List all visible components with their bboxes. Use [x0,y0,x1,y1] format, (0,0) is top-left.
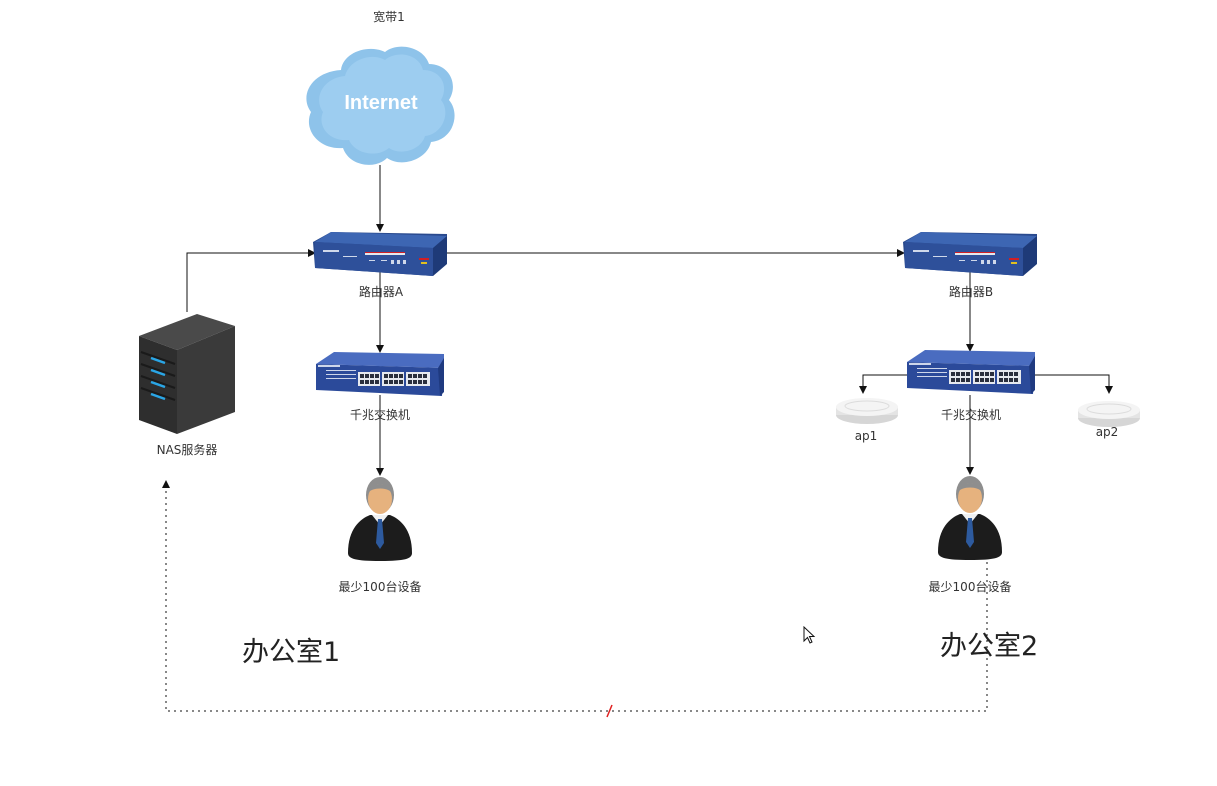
router-a[interactable] [313,228,449,278]
cloud-label: Internet [344,92,418,114]
nas-server[interactable] [137,312,237,436]
access-point-icon [836,398,898,424]
cursor-arrow-icon [803,625,816,644]
isp-label: 宽带1 [373,10,405,24]
link-switch-b-ap2 [1034,374,1113,394]
office2-label: 办公室2 [940,631,1039,662]
router-icon [903,232,1037,276]
switch-a-label: 千兆交换机 [349,408,411,422]
ap2[interactable] [1077,398,1141,428]
router-icon [313,232,447,276]
router-b[interactable] [903,228,1039,278]
mouse-cursor [803,625,817,646]
access-point-icon [1078,401,1140,427]
users-a-label: 最少100台设备 [338,580,422,594]
link-switch-b-ap1 [859,374,908,394]
users-b-label: 最少100台设备 [928,580,1012,594]
ap2-label: ap2 [1095,425,1119,439]
link-nas-router-a [186,249,316,312]
switch-b[interactable] [905,348,1037,400]
router-b-label: 路由器B [948,285,994,299]
office1-label: 办公室1 [242,637,341,668]
link-office2-nas-dotted [162,480,988,712]
router-a-label: 路由器A [358,285,404,299]
user-icon [938,476,1002,560]
switch-a[interactable] [314,350,446,402]
server-icon [139,314,235,434]
switch-icon [316,352,444,396]
internet-cloud[interactable]: Internet [303,42,459,168]
users-b[interactable] [934,472,1006,562]
switch-icon [907,350,1035,394]
ap1[interactable] [835,395,899,425]
user-icon [348,477,412,561]
nas-label: NAS服务器 [156,443,218,457]
users-a[interactable] [344,473,416,563]
ap1-label: ap1 [854,429,878,443]
switch-b-label: 千兆交换机 [940,408,1002,422]
cloud-icon [306,46,455,165]
break-mark [606,704,613,718]
